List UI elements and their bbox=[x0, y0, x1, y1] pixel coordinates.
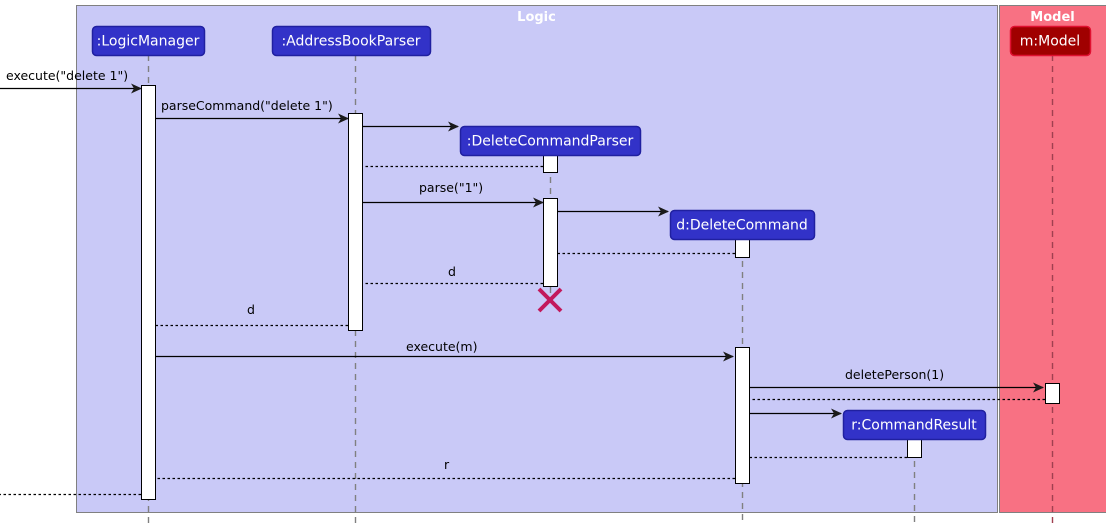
message-m9: d bbox=[145, 302, 348, 331]
partition-label: Logic bbox=[517, 10, 556, 25]
message-label: d bbox=[247, 302, 255, 317]
message-label: d bbox=[448, 264, 456, 279]
message-label: r bbox=[444, 457, 450, 472]
participant-label: :AddressBookParser bbox=[281, 34, 420, 50]
participant-label: r:CommandResult bbox=[851, 418, 977, 434]
participant-deleteCommandParser[interactable]: :DeleteCommandParser bbox=[459, 125, 642, 157]
message-m10: execute(m) bbox=[155, 339, 734, 362]
message-m5: parse("1") bbox=[362, 180, 544, 208]
message-m1: execute("delete 1") bbox=[0, 68, 142, 94]
participant-addressBookParser[interactable]: :AddressBookParser bbox=[271, 25, 432, 57]
partitions-layer: Logic Model bbox=[76, 5, 1106, 513]
destroy-markers-layer bbox=[537, 287, 563, 313]
message-label: parseCommand("delete 1") bbox=[161, 98, 333, 113]
message-m15: r bbox=[145, 457, 735, 484]
activation-bar-addressBookParser bbox=[348, 113, 363, 331]
activation-bar-commandResult bbox=[907, 437, 922, 458]
partition-label: Model bbox=[1030, 10, 1074, 25]
message-label: execute(m) bbox=[406, 339, 478, 354]
destroy-marker-icon bbox=[537, 287, 563, 313]
message-label: execute("delete 1") bbox=[6, 68, 128, 83]
activation-bar-deleteCommand bbox=[735, 347, 750, 484]
activation-bar-logicManager bbox=[141, 85, 156, 500]
participant-label: m:Model bbox=[1020, 34, 1080, 50]
participant-commandResult[interactable]: r:CommandResult bbox=[842, 409, 987, 441]
message-m11: deletePerson(1) bbox=[749, 367, 1044, 393]
participant-box[interactable] bbox=[842, 409, 987, 441]
messages-layer: execute("delete 1") parseCommand("delete … bbox=[0, 68, 1045, 500]
participant-model[interactable]: m:Model bbox=[1009, 25, 1092, 57]
participants-layer: :LogicManager :AddressBookParser :DeleteCo… bbox=[91, 25, 1092, 441]
participant-logicManager[interactable]: :LogicManager bbox=[91, 25, 206, 57]
participant-label: :LogicManager bbox=[97, 34, 200, 50]
participant-label: :DeleteCommandParser bbox=[467, 134, 634, 150]
participant-box[interactable] bbox=[669, 209, 816, 241]
activation-bar-model bbox=[1045, 383, 1060, 404]
message-label: parse("1") bbox=[419, 180, 483, 195]
participant-label: d:DeleteCommand bbox=[676, 218, 808, 234]
activation-bar-deleteCommand bbox=[735, 237, 750, 258]
participant-box[interactable] bbox=[91, 25, 206, 57]
participant-box[interactable] bbox=[1009, 25, 1092, 57]
participant-box[interactable] bbox=[459, 125, 642, 157]
participant-box[interactable] bbox=[271, 25, 432, 57]
participant-deleteCommand[interactable]: d:DeleteCommand bbox=[669, 209, 816, 241]
message-label: deletePerson(1) bbox=[845, 367, 944, 382]
message-m2: parseCommand("delete 1") bbox=[155, 98, 349, 124]
activations-layer bbox=[141, 85, 1060, 500]
message-m8: d bbox=[352, 264, 543, 289]
activation-bar-deleteCommandParser bbox=[543, 198, 558, 287]
